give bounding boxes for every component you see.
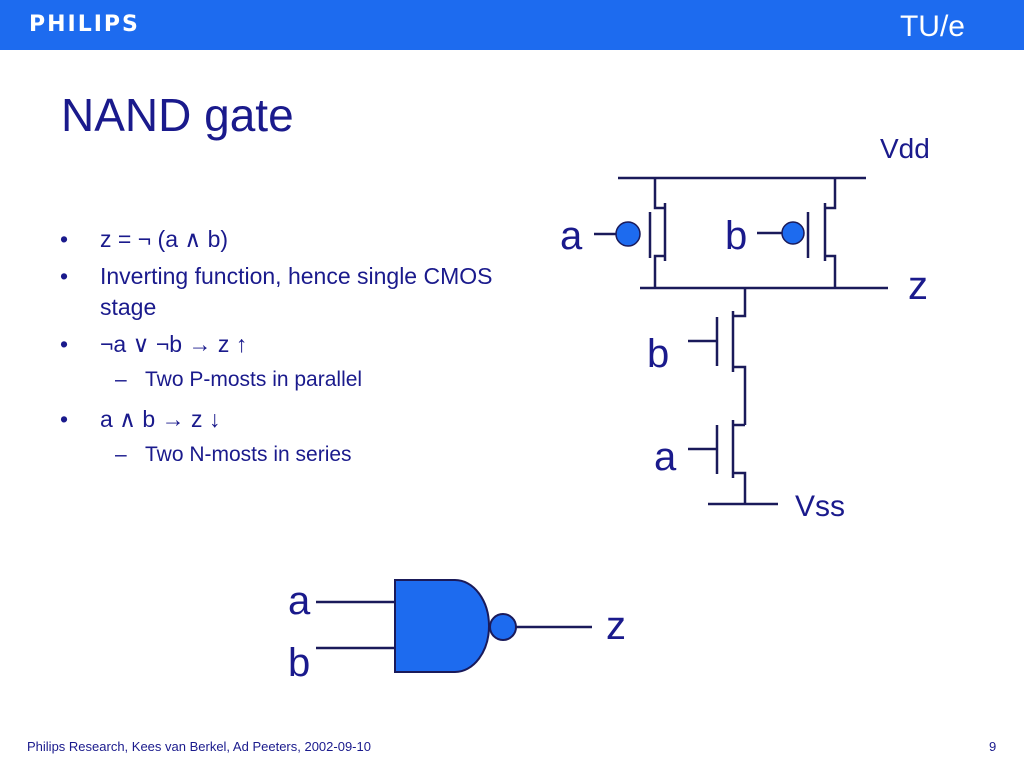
bullet-text: z = ¬ (a ∧ b): [100, 226, 229, 252]
bullet-marker: •: [60, 226, 69, 252]
gate-input-b-label: b: [288, 641, 310, 685]
philips-logo: PHILIPS: [29, 12, 140, 37]
pmos-right-drain: [825, 178, 837, 210]
nmos-bottom-input-label: a: [654, 435, 677, 479]
nand-body: [394, 579, 490, 673]
pmos-left-source: [653, 254, 665, 288]
bullet-marker: •: [60, 331, 69, 357]
bullet-marker: •: [60, 263, 69, 289]
gate-input-a-label: a: [288, 579, 311, 623]
footer-credit: Philips Research, Kees van Berkel, Ad Pe…: [27, 739, 371, 754]
bullet-item: • a ∧ b → z ↓: [60, 404, 530, 435]
nand-gate-symbol: [316, 579, 592, 673]
bullet-marker: •: [60, 406, 69, 432]
cmos-wires: [594, 176, 888, 506]
sub-bullet-marker: –: [115, 443, 127, 466]
output-label: z: [908, 264, 928, 308]
vss-label: Vss: [795, 490, 845, 523]
page-number: 9: [989, 739, 997, 754]
sub-bullet-text: Two P-mosts in parallel: [145, 368, 363, 391]
bullet-item: • Inverting function, hence single CMOS …: [60, 261, 530, 323]
pmos-right-input-label: b: [725, 214, 747, 258]
gate-output-label: z: [606, 604, 626, 648]
sub-bullet-item: – Two N-mosts in series: [60, 441, 530, 469]
header-bar: PHILIPS TU/e: [0, 0, 1024, 50]
nmos-top-source: [733, 365, 747, 425]
bullet-text: ¬a ∨ ¬b → z ↑: [100, 331, 248, 357]
nmos-top-input-label: b: [647, 332, 669, 376]
bullet-item: • z = ¬ (a ∧ b): [60, 224, 530, 255]
bullet-text: a ∧ b → z ↓: [100, 406, 221, 432]
nand-output-bubble: [489, 613, 517, 641]
bullet-text: Inverting function, hence single CMOS st…: [100, 263, 493, 320]
sub-bullet-text: Two N-mosts in series: [145, 443, 352, 466]
nmos-bottom-source: [733, 471, 747, 504]
bullet-item: • ¬a ∨ ¬b → z ↑: [60, 329, 530, 360]
tue-logo: TU/e: [899, 10, 965, 43]
nmos-top-drain: [733, 288, 747, 318]
sub-bullet-marker: –: [115, 368, 127, 391]
pmos-right-source: [825, 254, 837, 288]
bullet-list: • z = ¬ (a ∧ b) • Inverting function, he…: [60, 224, 530, 479]
pmos-left-bubble: [615, 221, 641, 247]
sub-bullet-item: – Two P-mosts in parallel: [60, 366, 530, 394]
vdd-label: Vdd: [880, 133, 930, 164]
slide-title: NAND gate: [61, 89, 294, 141]
pmos-right-bubble: [781, 221, 805, 245]
pmos-left-input-label: a: [560, 214, 583, 258]
pmos-left-drain: [653, 178, 665, 210]
